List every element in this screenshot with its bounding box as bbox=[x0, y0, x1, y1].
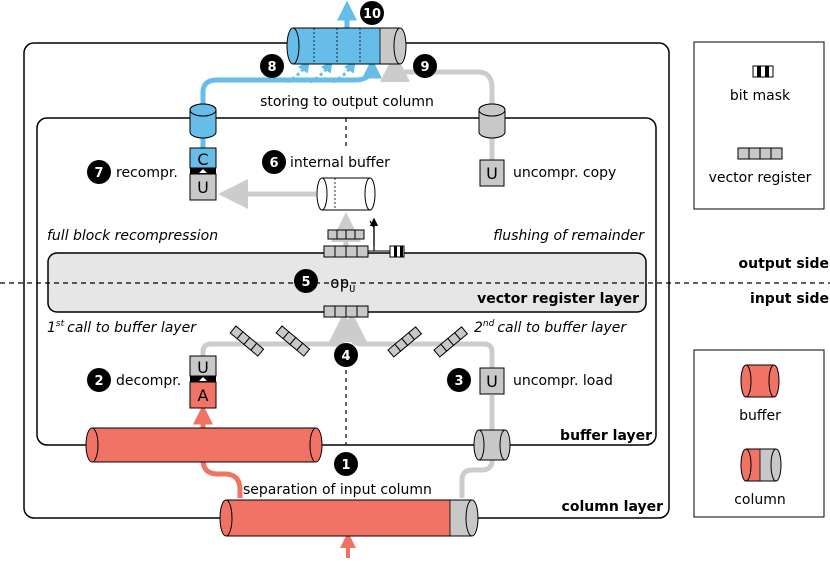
vector-register-bottom bbox=[323, 305, 369, 318]
internal-buffer-label: internal buffer bbox=[290, 155, 390, 171]
legend-buffer-icon bbox=[740, 364, 780, 398]
uncompr-copy-label: uncompr. copy bbox=[513, 165, 616, 181]
first-call-num: 1 bbox=[47, 320, 56, 336]
step-3: 3 bbox=[454, 374, 463, 389]
legend-bottom-frame bbox=[693, 349, 825, 518]
uncompr-load-label: uncompr. load bbox=[513, 373, 613, 389]
uncompr-copy-letter: U bbox=[486, 164, 498, 183]
storing-label: storing to output column bbox=[260, 94, 434, 110]
recompr-u-letter: U bbox=[197, 178, 209, 197]
second-call-text: call to buffer layer bbox=[497, 320, 627, 336]
legend-vector-register-icon bbox=[737, 147, 783, 160]
separation-label: separation of input column bbox=[243, 482, 432, 498]
diag-registers-right-2 bbox=[433, 326, 469, 358]
vector-register-above bbox=[327, 229, 365, 240]
operator-base: op bbox=[330, 273, 349, 292]
blue-buffer-cylinder bbox=[189, 103, 217, 139]
uncompr-load-letter: U bbox=[486, 372, 498, 391]
input-column bbox=[219, 499, 479, 537]
diag-registers-left-2 bbox=[275, 325, 311, 357]
legend-column-label: column bbox=[734, 492, 786, 508]
legend-bit-mask-icon bbox=[752, 65, 774, 78]
recompr-label: recompr. bbox=[116, 165, 178, 181]
step-7: 7 bbox=[94, 166, 103, 181]
column-layer-label: column layer bbox=[562, 499, 664, 515]
legend-column-icon bbox=[740, 448, 782, 482]
step-4: 4 bbox=[341, 349, 350, 364]
input-buffer-cylinder bbox=[85, 427, 323, 463]
flushing-label: flushing of remainder bbox=[493, 228, 645, 244]
diag-registers-right-1 bbox=[387, 326, 423, 358]
legend-top-frame bbox=[693, 41, 825, 210]
operator-sub: U bbox=[349, 284, 355, 295]
blue-flows bbox=[200, 0, 382, 148]
decompr-box bbox=[189, 355, 217, 409]
output-column bbox=[286, 27, 407, 65]
decompr-label: decompr. bbox=[116, 373, 181, 389]
step-6: 6 bbox=[269, 156, 278, 171]
step-10: 10 bbox=[363, 7, 381, 22]
step-1: 1 bbox=[341, 458, 350, 473]
recompr-box bbox=[189, 147, 217, 201]
legend-vector-register-label: vector register bbox=[709, 170, 812, 186]
bit-mask-flush bbox=[368, 217, 405, 258]
vector-register-layer-label: vector register layer bbox=[477, 291, 639, 307]
legend-bit-mask-label: bit mask bbox=[730, 88, 791, 104]
gray-buffer-cylinder-bottom bbox=[473, 429, 511, 461]
operator-label: opU bbox=[330, 273, 355, 295]
output-side-label: output side bbox=[739, 256, 829, 272]
first-call-sup: st bbox=[56, 319, 65, 329]
full-block-label: full block recompression bbox=[47, 228, 218, 244]
buffer-layer-label: buffer layer bbox=[560, 428, 652, 444]
step-markers bbox=[87, 1, 471, 476]
recompr-c-letter: C bbox=[197, 150, 208, 169]
input-side-label: input side bbox=[750, 291, 829, 307]
decompr-u-letter: U bbox=[197, 358, 209, 377]
first-call-text: call to buffer layer bbox=[67, 320, 197, 336]
vector-register-top bbox=[323, 245, 369, 258]
step-9: 9 bbox=[420, 60, 429, 75]
storing-label-bg bbox=[246, 92, 446, 110]
decompr-a-letter: A bbox=[198, 386, 209, 405]
second-call-num: 2 bbox=[474, 320, 483, 336]
internal-buffer-cylinder bbox=[316, 177, 376, 211]
legend-buffer-label: buffer bbox=[739, 408, 781, 424]
diag-registers-left-1 bbox=[229, 325, 265, 357]
step-5: 5 bbox=[301, 275, 310, 290]
gray-buffer-cylinder-top bbox=[478, 103, 506, 139]
step-8: 8 bbox=[267, 60, 276, 75]
uncompr-load-box bbox=[479, 367, 505, 395]
step-2: 2 bbox=[94, 374, 103, 389]
second-call-sup: nd bbox=[483, 319, 495, 329]
uncompr-copy-box bbox=[479, 159, 505, 187]
